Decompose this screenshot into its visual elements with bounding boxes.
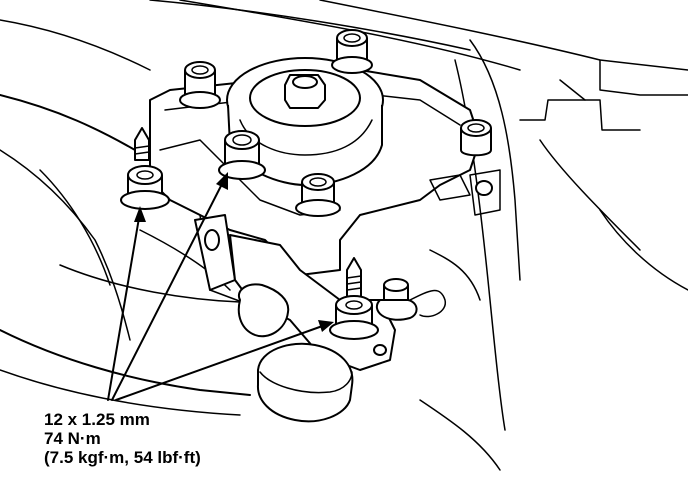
bolt-top-left [179, 61, 221, 109]
torque-callout: 12 x 1.25 mm 74 N·m (7.5 kgf·m, 54 lbf·f… [44, 410, 201, 467]
hose-lower [256, 342, 354, 423]
stud-left-nut [120, 127, 170, 210]
hose-upper [237, 283, 290, 338]
bolt-center [295, 173, 341, 217]
torque-nm-label: 74 N·m [44, 429, 101, 448]
leader-lines [107, 172, 334, 401]
stud-lower-nut [329, 257, 379, 340]
ground-bolt [375, 278, 446, 321]
bolt-top-right [331, 29, 373, 74]
bolt-size-label: 12 x 1.25 mm [44, 410, 150, 429]
frame-outline [0, 0, 688, 471]
bolt-right [460, 119, 492, 157]
center-nut [284, 74, 326, 109]
torque-alt-label: (7.5 kgf·m, 54 lbf·ft) [44, 448, 201, 467]
bolt-center-left [218, 130, 266, 180]
